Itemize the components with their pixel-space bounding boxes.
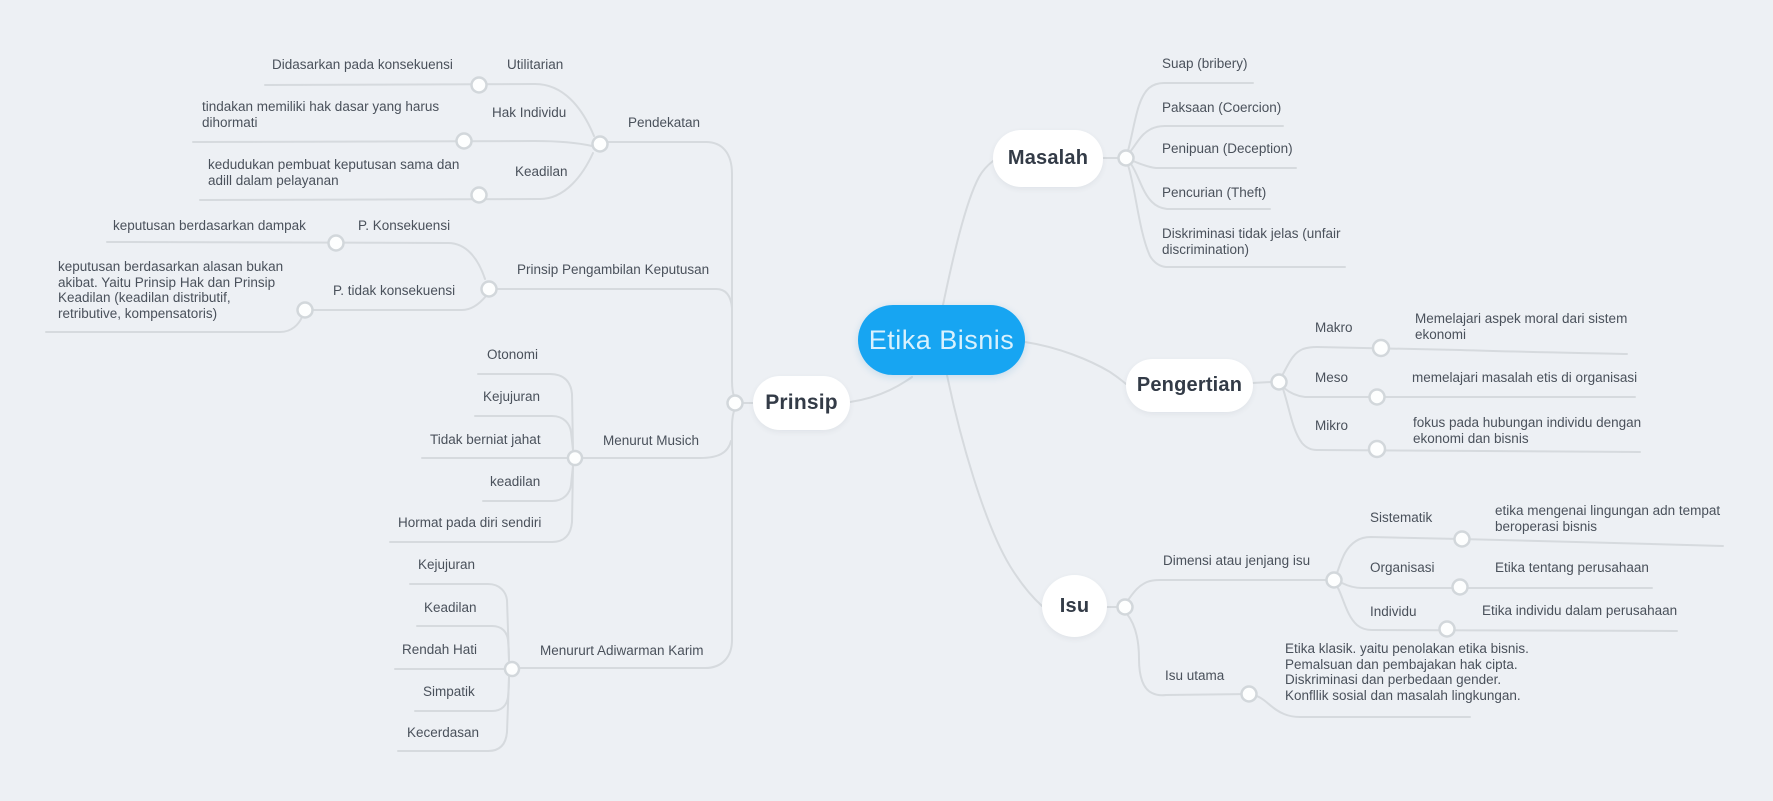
edge-organisasi [1341, 582, 1653, 589]
edge-makro [1282, 345, 1628, 375]
note-sistematik[interactable]: etika mengenai lingungan adn tempat bero… [1495, 503, 1721, 534]
edge-kecerdasan [397, 676, 510, 752]
node-individu[interactable]: Individu [1370, 604, 1417, 619]
edge-otonomi [477, 373, 574, 450]
node-paksaan[interactable]: Paksaan (Coercion) [1162, 100, 1282, 115]
edge-musich [582, 440, 732, 459]
node-prinsip-pengambilan-keputusan[interactable]: Prinsip Pengambilan Keputusan [517, 262, 710, 277]
junction-dots [296, 76, 1471, 703]
edge-p-tidak-note [45, 316, 303, 333]
edge-dimensi [1127, 579, 1328, 601]
node-isu[interactable]: Isu [1042, 575, 1107, 637]
node-keadilan-pendekatan[interactable]: Keadilan [515, 164, 568, 179]
node-simpatik[interactable]: Simpatik [423, 684, 475, 699]
node-suap[interactable]: Suap (bribery) [1162, 56, 1248, 71]
node-rendah-hati[interactable]: Rendah Hati [402, 642, 478, 657]
edge-p-konsekuensi [106, 241, 486, 280]
edge-keadilan-2 [416, 625, 510, 662]
edge-paksaan [1129, 125, 1284, 153]
note-organisasi[interactable]: Etika tentang perusahaan [1495, 560, 1649, 575]
node-pencurian[interactable]: Pencurian (Theft) [1162, 185, 1267, 200]
node-pengertian[interactable]: Pengertian [1126, 359, 1253, 412]
edge-individu [1337, 587, 1678, 632]
edge-pencurian [1130, 163, 1271, 210]
node-prinsip[interactable]: Prinsip [753, 376, 850, 430]
node-keadilan-adiwarman[interactable]: Keadilan [424, 600, 477, 615]
node-otonomi[interactable]: Otonomi [487, 347, 539, 362]
node-sistematik[interactable]: Sistematik [1370, 510, 1433, 525]
node-hormat-pada-diri-sendiri[interactable]: Hormat pada diri sendiri [398, 515, 542, 530]
edge-hormat [389, 465, 574, 543]
note-makro[interactable]: Memelajari aspek moral dari sistem ekono… [1415, 311, 1628, 342]
node-kejujuran-adiwarman[interactable]: Kejujuran [418, 557, 476, 572]
edge-suap [1127, 82, 1254, 152]
edge-diskriminasi [1127, 164, 1346, 268]
edge-spine-adiwarman [518, 410, 735, 669]
edge-keadilan [199, 152, 594, 201]
node-diskriminasi[interactable]: Diskriminasi tidak jelas (unfair discrim… [1162, 226, 1341, 257]
node-menurut-musich[interactable]: Menurut Musich [603, 433, 700, 448]
node-meso[interactable]: Meso [1315, 370, 1349, 385]
node-hak-individu[interactable]: Hak Individu [492, 105, 567, 120]
node-masalah[interactable]: Masalah [993, 130, 1103, 187]
edge-root-prinsip [849, 376, 913, 403]
edge-root-isu [946, 374, 1043, 607]
node-keadilan-musich[interactable]: keadilan [490, 474, 541, 489]
note-meso[interactable]: memelajari masalah etis di organisasi [1412, 370, 1638, 385]
note-isu-utama[interactable]: Etika klasik. yaitu penolakan etika bisn… [1285, 641, 1529, 703]
note-individu[interactable]: Etika individu dalam perusahaan [1482, 603, 1678, 618]
edge-meso [1283, 387, 1636, 398]
node-isu-utama[interactable]: Isu utama [1165, 668, 1225, 683]
edge-root-pengertian [1024, 341, 1127, 385]
edge-root-masalah [942, 160, 994, 306]
node-penipuan[interactable]: Penipuan (Deception) [1162, 141, 1293, 156]
note-p-tidak-konsekuensi[interactable]: keputusan berdasarkan alasan bukan akiba… [58, 259, 284, 321]
edge-utilitarian [264, 82, 595, 137]
edge-mikro [1282, 388, 1641, 453]
note-keadilan-pendekatan[interactable]: kedudukan pembuat keputusan sama dan adi… [208, 157, 460, 188]
note-hak-individu[interactable]: tindakan memiliki hak dasar yang harus d… [202, 99, 440, 130]
node-p-tidak-konsekuensi[interactable]: P. tidak konsekuensi [333, 283, 456, 298]
edge-sistematik [1336, 535, 1724, 574]
edge-ppk [496, 288, 733, 309]
edge-kejujuran-1 [474, 415, 574, 451]
root-label: Etika Bisnis [868, 324, 1015, 355]
node-organisasi[interactable]: Organisasi [1370, 560, 1435, 575]
node-menururt-adiwarman-karim[interactable]: Menururt Adiwarman Karim [540, 643, 704, 658]
node-mikro[interactable]: Mikro [1315, 418, 1348, 433]
node-pendekatan[interactable]: Pendekatan [628, 115, 701, 130]
note-p-konsekuensi[interactable]: keputusan berdasarkan dampak [113, 218, 306, 233]
node-makro[interactable]: Makro [1315, 320, 1353, 335]
edge-pendekatan [606, 141, 735, 397]
node-dimensi-atau-jenjang-isu[interactable]: Dimensi atau jenjang isu [1163, 553, 1311, 568]
note-mikro[interactable]: fokus pada hubungan individu dengan ekon… [1413, 415, 1642, 446]
edge-pengertian-junction [1251, 381, 1272, 384]
edge-penipuan [1132, 160, 1297, 169]
note-utilitarian[interactable]: Didasarkan pada konsekuensi [272, 57, 453, 72]
node-kejujuran-musich[interactable]: Kejujuran [483, 389, 541, 404]
node-kecerdasan[interactable]: Kecerdasan [407, 725, 480, 740]
node-p-konsekuensi[interactable]: P. Konsekuensi [358, 218, 451, 233]
edge-kejujuran-2 [409, 583, 510, 661]
edge-hak-individu [192, 139, 593, 147]
edge-p-tidak-label [312, 295, 487, 311]
node-utilitarian[interactable]: Utilitarian [507, 57, 564, 72]
edge-isu-utama [1126, 613, 1471, 718]
node-tidak-berniat-jahat[interactable]: Tidak berniat jahat [430, 432, 541, 447]
root-node-etika-bisnis[interactable]: Etika Bisnis [858, 305, 1025, 375]
